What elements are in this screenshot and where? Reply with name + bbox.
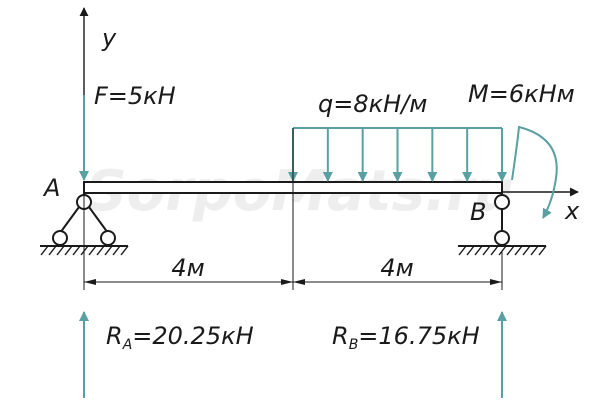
support-b-ground-hatch bbox=[458, 245, 547, 256]
force-f-label: F=5кН bbox=[94, 82, 176, 110]
force-f: F=5кН bbox=[79, 82, 176, 181]
support-b-hinge bbox=[494, 194, 510, 210]
support-b-label: B bbox=[470, 198, 486, 226]
reaction-b-label: RB=16.75кН bbox=[332, 322, 480, 353]
ground-hatch-line bbox=[104, 245, 113, 256]
ground-hatch-line bbox=[112, 245, 121, 256]
dimension-lines: 4м 4м bbox=[83, 128, 503, 290]
dimension-span-1: 4м bbox=[171, 254, 204, 282]
ground-hatch-line bbox=[96, 245, 105, 256]
ground-hatch-line bbox=[482, 245, 491, 256]
y-axis-label: y bbox=[101, 24, 117, 52]
distributed-load-q: q=8кН/м bbox=[288, 90, 507, 182]
support-a-label: A bbox=[42, 174, 60, 202]
ground-hatch-line bbox=[538, 245, 547, 256]
ground-hatch-line bbox=[458, 245, 467, 256]
ground-hatch-line bbox=[514, 245, 523, 256]
x-axis-label: x bbox=[564, 197, 580, 225]
ground-hatch-line bbox=[506, 245, 515, 256]
ground-hatch-line bbox=[64, 245, 73, 256]
ground-hatch-line bbox=[474, 245, 483, 256]
distributed-load-label: q=8кН/м bbox=[318, 90, 427, 118]
ground-hatch-line bbox=[88, 245, 97, 256]
moment-m-label: M=6кНм bbox=[468, 80, 575, 108]
ground-hatch-line bbox=[72, 245, 81, 256]
ground-hatch-line bbox=[56, 245, 65, 256]
ground-hatch-line bbox=[498, 245, 507, 256]
ground-hatch-line bbox=[48, 245, 57, 256]
ground-hatch-line bbox=[530, 245, 539, 256]
moment-m: M=6кНм bbox=[468, 80, 575, 219]
moment-m-arrow bbox=[511, 125, 558, 219]
x-axis: x bbox=[500, 187, 580, 225]
dimension-span-2: 4м bbox=[380, 254, 413, 282]
ground-hatch-line bbox=[40, 245, 49, 256]
ground-hatch-line bbox=[522, 245, 531, 256]
ground-hatch-line bbox=[466, 245, 475, 256]
reaction-b: RB=16.75кН bbox=[332, 311, 507, 398]
support-b: B bbox=[458, 193, 547, 256]
reaction-a: RA=20.25кН bbox=[79, 311, 254, 398]
ground-hatch-line bbox=[490, 245, 499, 256]
ground-hatch-line bbox=[120, 245, 129, 256]
reaction-a-label: RA=20.25кН bbox=[106, 322, 254, 353]
